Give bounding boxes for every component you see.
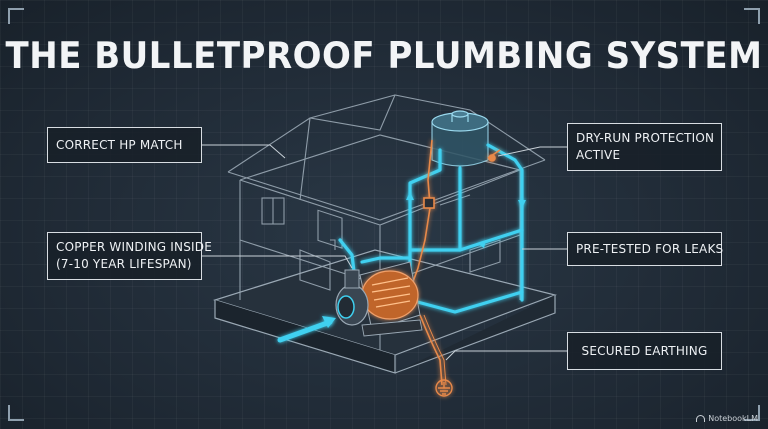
corner-bracket-bottom-right	[744, 405, 760, 421]
water-tank-icon	[431, 110, 489, 167]
corner-bracket-bottom-left	[8, 405, 24, 421]
label-dry-run-line2: ACTIVE	[576, 148, 621, 162]
label-correct-hp-text: CORRECT HP MATCH	[56, 137, 183, 152]
label-correct-hp-match: CORRECT HP MATCH	[47, 127, 202, 163]
leader-lines	[202, 144, 567, 361]
corner-bracket-top-right	[744, 8, 760, 24]
notebooklm-logo-icon	[696, 415, 706, 422]
label-copper-line1: COPPER WINDING INSIDE	[56, 240, 212, 254]
notebooklm-watermark: NotebookLM	[696, 414, 758, 423]
ground-symbol-icon	[435, 379, 453, 397]
label-dry-run-line1: DRY-RUN PROTECTION	[576, 131, 715, 145]
label-copper-line2: (7-10 YEAR LIFESPAN)	[56, 257, 192, 271]
flow-arrows	[322, 192, 526, 328]
label-pre-tested-text: PRE-TESTED FOR LEAKS	[576, 241, 724, 256]
label-pre-tested-leaks: PRE-TESTED FOR LEAKS	[567, 232, 724, 266]
label-copper-winding: COPPER WINDING INSIDE (7-10 YEAR LIFESPA…	[47, 232, 212, 280]
watermark-text: NotebookLM	[708, 414, 758, 423]
label-dry-run-protection: DRY-RUN PROTECTION ACTIVE	[567, 123, 722, 171]
pump-motor-icon	[335, 261, 423, 337]
water-pipe-network	[277, 143, 524, 343]
copper-wiring	[409, 139, 501, 386]
label-earthing-text: SECURED EARTHING	[581, 343, 708, 358]
page-title: THE BULLETPROOF PLUMBING SYSTEM	[5, 34, 763, 78]
corner-bracket-top-left	[8, 8, 24, 24]
label-secured-earthing: SECURED EARTHING	[567, 332, 722, 370]
